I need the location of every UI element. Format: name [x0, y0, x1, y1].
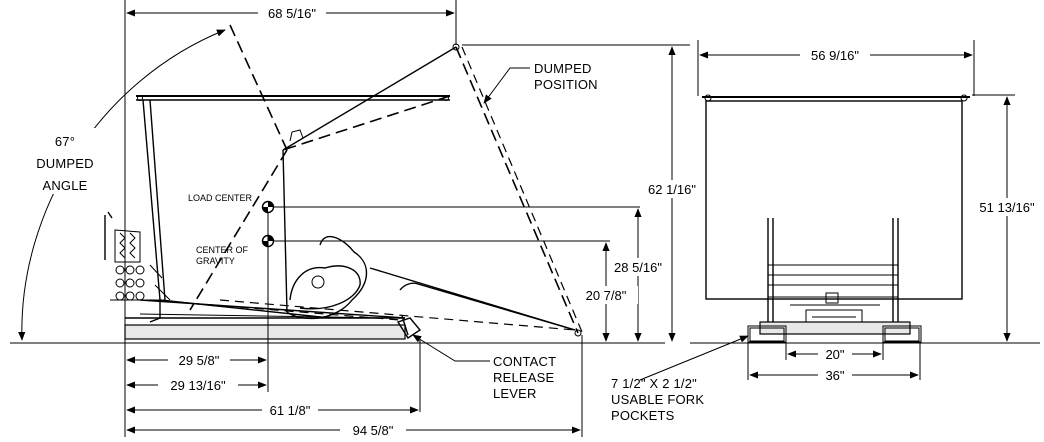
dim-cog-height-label: 20 7/8" [586, 288, 627, 303]
dim-load-center-horiz: 29 5/8" [126, 351, 267, 369]
dim-pocket-spacing: 20" [787, 345, 882, 363]
pockets-line1-label: 7 1/2" X 2 1/2" [611, 376, 697, 391]
hopper-tilted [282, 46, 576, 331]
lever-callout: CONTACT RELEASE LEVER [412, 334, 556, 401]
dim-pocket-spacing-label: 20" [825, 347, 844, 362]
cog-line1-label: CENTER OF [196, 245, 249, 255]
cog-line2-label: GRAVITY [196, 256, 235, 266]
front-fork-pockets [747, 325, 922, 343]
dumped-position-callout: DUMPED POSITION [483, 61, 598, 104]
dim-top-width: 68 5/16" [126, 4, 455, 22]
dim-dumped-height: 62 1/16" [640, 46, 704, 342]
dim-cog-horiz: 29 13/16" [126, 376, 267, 394]
front-frame [759, 218, 911, 335]
dim-front-top-width-label: 56 9/16" [811, 48, 859, 63]
dim-load-center-height: 28 5/16" [606, 208, 670, 342]
dim-overall-length: 94 5/8" [126, 421, 581, 439]
dim-overall-length-label: 94 5/8" [353, 423, 394, 438]
angle-line2-label: ANGLE [42, 178, 87, 193]
release-lever [396, 315, 422, 339]
dumped-line2-label: POSITION [534, 77, 598, 92]
dumped-outline [149, 24, 583, 337]
dim-cog-horiz-label: 29 13/16" [170, 378, 226, 393]
dim-base-width-label: 36" [825, 368, 844, 383]
pockets-line2-label: USABLE FORK [611, 392, 704, 407]
base-frame [124, 299, 406, 340]
dim-front-height-label: 51 13/16" [979, 200, 1035, 215]
lever-line3-label: LEVER [493, 386, 537, 401]
dumped-angle: 67° DUMPED ANGLE [18, 29, 226, 341]
front-view: 56 9/16" 51 13/16" 20" 36" 7 1/2" X 2 1/… [611, 40, 1042, 423]
dim-top-width-label: 68 5/16" [268, 6, 316, 21]
lever-line2-label: RELEASE [493, 370, 555, 385]
angle-line1-label: DUMPED [36, 156, 94, 171]
side-view: 68 5/16" 62 1/16" 28 5/16" 20 7/8" 29 5/… [10, 0, 704, 439]
dim-base-width: 36" [749, 366, 919, 384]
cog-marker [261, 234, 610, 248]
dumped-line1-label: DUMPED [534, 61, 592, 76]
lever-line1-label: CONTACT [493, 354, 556, 369]
dim-front-height: 51 13/16" [972, 96, 1042, 342]
dim-load-center-horiz-label: 29 5/8" [179, 353, 220, 368]
dim-cog-height: 20 7/8" [574, 242, 638, 342]
dim-front-top-width: 56 9/16" [699, 46, 973, 64]
extension-lines [124, 0, 690, 437]
dim-base-to-lever-label: 61 1/8" [270, 403, 311, 418]
dim-load-center-height-label: 28 5/16" [614, 260, 662, 275]
dim-dumped-height-label: 62 1/16" [648, 182, 696, 197]
dim-base-to-lever: 61 1/8" [126, 401, 419, 419]
fork-pockets-callout: 7 1/2" X 2 1/2" USABLE FORK POCKETS [611, 335, 749, 423]
load-center-label: LOAD CENTER [188, 193, 253, 203]
load-center-marker [261, 200, 640, 392]
angle-value-label: 67° [55, 134, 75, 149]
front-hopper [702, 94, 970, 300]
pockets-line3-label: POCKETS [611, 408, 675, 423]
